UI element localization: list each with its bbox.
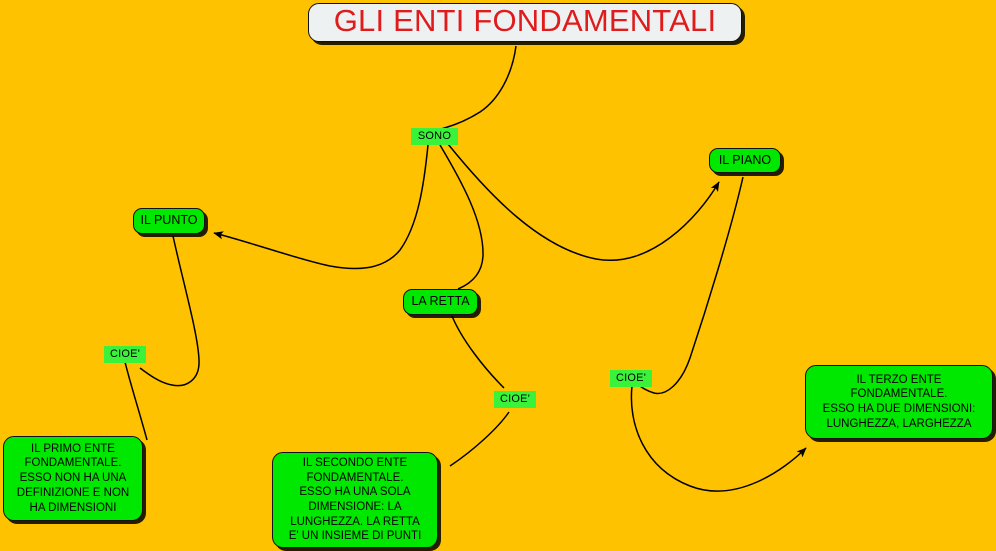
connector-sono-to-retta xyxy=(439,144,484,290)
connector-retta-to-cioe2 xyxy=(451,315,505,389)
concept-node-il-piano[interactable]: IL PIANO xyxy=(709,148,781,173)
connector-sono-to-punto xyxy=(213,144,429,270)
connector-piano-to-cioe3 xyxy=(633,176,744,395)
diagram-title: GLI ENTI FONDAMENTALI xyxy=(308,3,742,42)
connector-cioe2-to-secondo xyxy=(449,411,510,467)
description-node-il-piano[interactable]: IL TERZO ENTE FONDAMENTALE. ESSO HA DUE … xyxy=(805,365,993,439)
connector-sono-to-piano xyxy=(447,143,720,262)
link-label-cioe-piano[interactable]: CIOE' xyxy=(610,370,652,387)
connector-cioe1-to-primo xyxy=(124,361,148,441)
connector-cioe3-to-terzo xyxy=(630,385,807,492)
description-node-la-retta[interactable]: IL SECONDO ENTE FONDAMENTALE. ESSO HA UN… xyxy=(272,452,438,548)
link-label-cioe-retta[interactable]: CIOE' xyxy=(494,391,536,408)
connector-title-to-sono xyxy=(440,45,517,130)
concept-node-la-retta[interactable]: LA RETTA xyxy=(403,289,478,315)
link-label-cioe-punto[interactable]: CIOE' xyxy=(104,346,146,363)
concept-node-il-punto[interactable]: IL PUNTO xyxy=(133,208,205,234)
connector-punto-to-cioe1 xyxy=(139,235,200,387)
link-label-sono[interactable]: SONO xyxy=(411,128,458,145)
description-node-il-punto[interactable]: IL PRIMO ENTE FONDAMENTALE. ESSO NON HA … xyxy=(3,436,143,521)
